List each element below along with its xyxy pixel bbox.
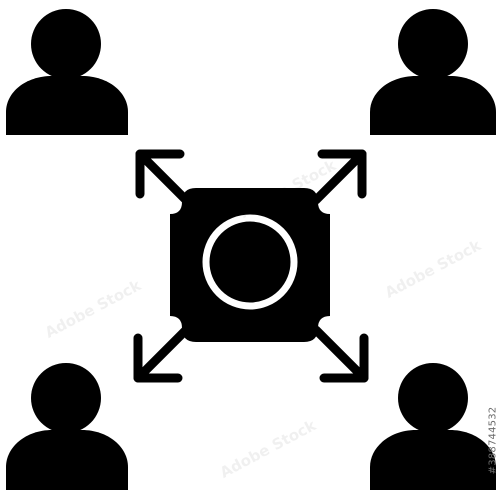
arrow-up-left-icon xyxy=(135,149,191,205)
arrow-up-right-icon xyxy=(311,149,367,205)
stock-id-text: #388744532 xyxy=(487,406,499,474)
user-bottom-left-icon xyxy=(6,363,128,490)
arrow-down-left-icon xyxy=(133,325,191,383)
gear-icon xyxy=(170,188,330,342)
user-bottom-right-icon xyxy=(370,363,496,490)
user-top-left-icon xyxy=(6,9,128,135)
stock-id-label: #388744532 xyxy=(487,385,499,495)
user-top-right-icon xyxy=(370,9,496,135)
gear-ring xyxy=(202,214,298,310)
gear-hub xyxy=(214,226,286,298)
arrow-down-right-icon xyxy=(311,325,369,383)
